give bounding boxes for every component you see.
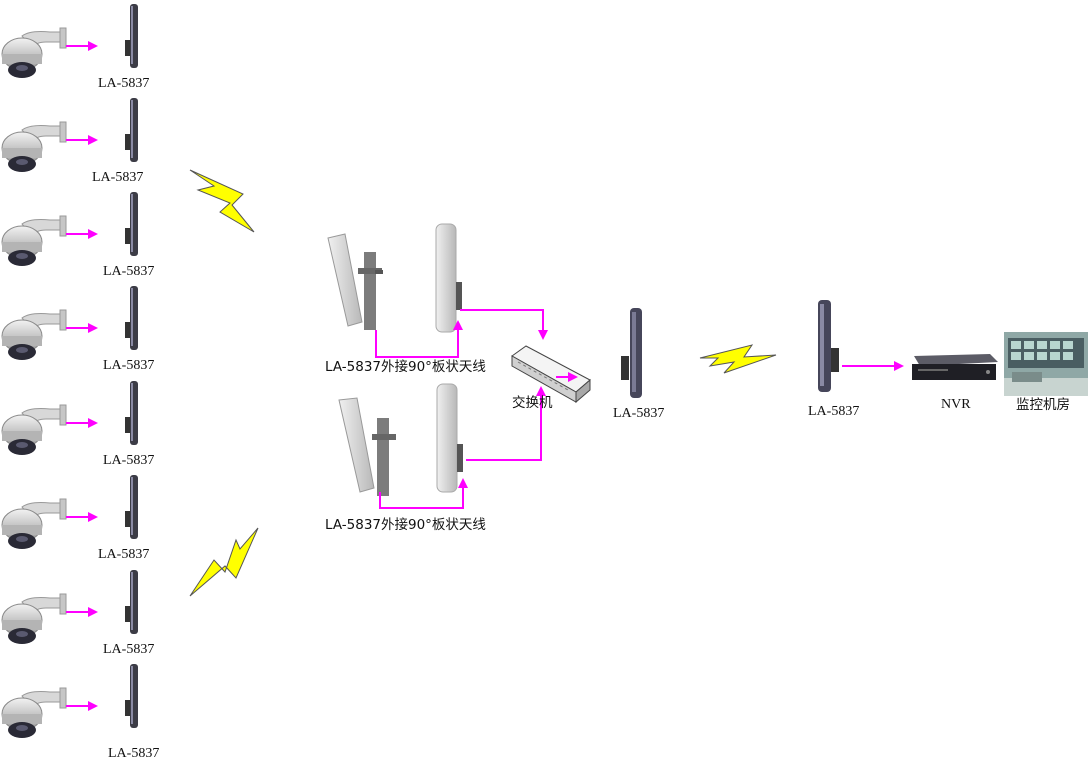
cpe-panel-antenna-icon [125,4,138,68]
ptz-dome-camera-icon [1,121,67,172]
left-antenna-label: LA-5837 [98,76,150,91]
cpe-panel-antenna-icon [125,381,138,445]
sector-antenna-icon [327,233,383,330]
cpe-panel-antenna-icon [818,300,839,392]
cpe-panel-antenna-icon [125,286,138,350]
wireless-signal-icon [189,169,255,233]
remote-bridge-label: LA-5837 [808,404,860,419]
left-antenna-label: LA-5837 [92,170,144,185]
left-antenna-label: LA-5837 [103,358,155,373]
ptz-dome-camera-icon [1,309,67,360]
center-bridge-label: LA-5837 [613,406,665,421]
cpe-panel-antenna-icon [435,223,462,333]
ptz-dome-camera-icon [1,687,67,738]
cpe-panel-antenna-icon [436,383,463,493]
ptz-dome-camera-icon [1,27,67,78]
monitoring-room-photo [1004,332,1088,396]
left-antenna-label: LA-5837 [103,264,155,279]
ptz-dome-camera-icon [1,498,67,549]
cpe-panel-antenna-icon [125,192,138,256]
cpe-panel-antenna-icon [125,98,138,162]
network-switch-icon [511,345,591,404]
wireless-signal-icon [189,527,259,597]
left-antenna-label: LA-5837 [98,547,150,562]
cpe-panel-antenna-icon [125,475,138,539]
nvr-label: NVR [941,397,971,412]
ptz-dome-camera-icon [1,404,67,455]
cpe-panel-antenna-icon [125,664,138,728]
relay-top-label: LA-5837外接90°板状天线 [325,359,486,375]
monitoring-room-label: 监控机房 [1016,397,1070,413]
ptz-dome-camera-icon [1,593,67,644]
switch-label: 交换机 [512,395,553,411]
left-antenna-label: LA-5837 [108,746,160,761]
left-antenna-label: LA-5837 [103,453,155,468]
cpe-panel-antenna-icon [621,308,642,398]
wireless-signal-icon [699,344,777,374]
sector-antenna-icon [338,397,396,496]
nvr-recorder-icon [912,354,998,380]
ptz-dome-camera-icon [1,215,67,266]
relay-bottom-label: LA-5837外接90°板状天线 [325,517,486,533]
left-antenna-label: LA-5837 [103,642,155,657]
cpe-panel-antenna-icon [125,570,138,634]
